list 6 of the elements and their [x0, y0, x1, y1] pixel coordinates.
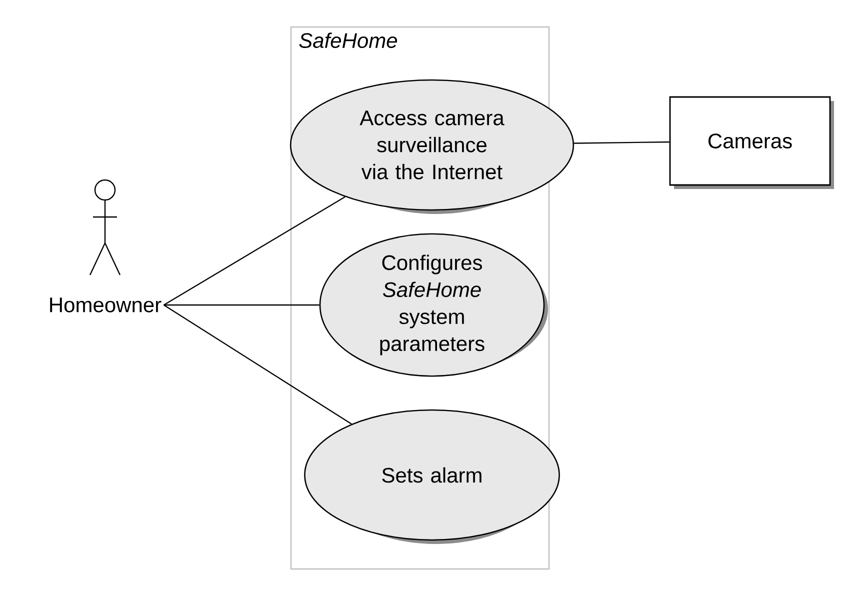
actor-label: Homeowner	[50, 298, 162, 312]
association-line	[163, 304, 352, 424]
association-line	[574, 141, 670, 144]
association-line	[164, 304, 320, 306]
association-line	[164, 196, 346, 306]
system-box: Cameras	[669, 96, 834, 189]
